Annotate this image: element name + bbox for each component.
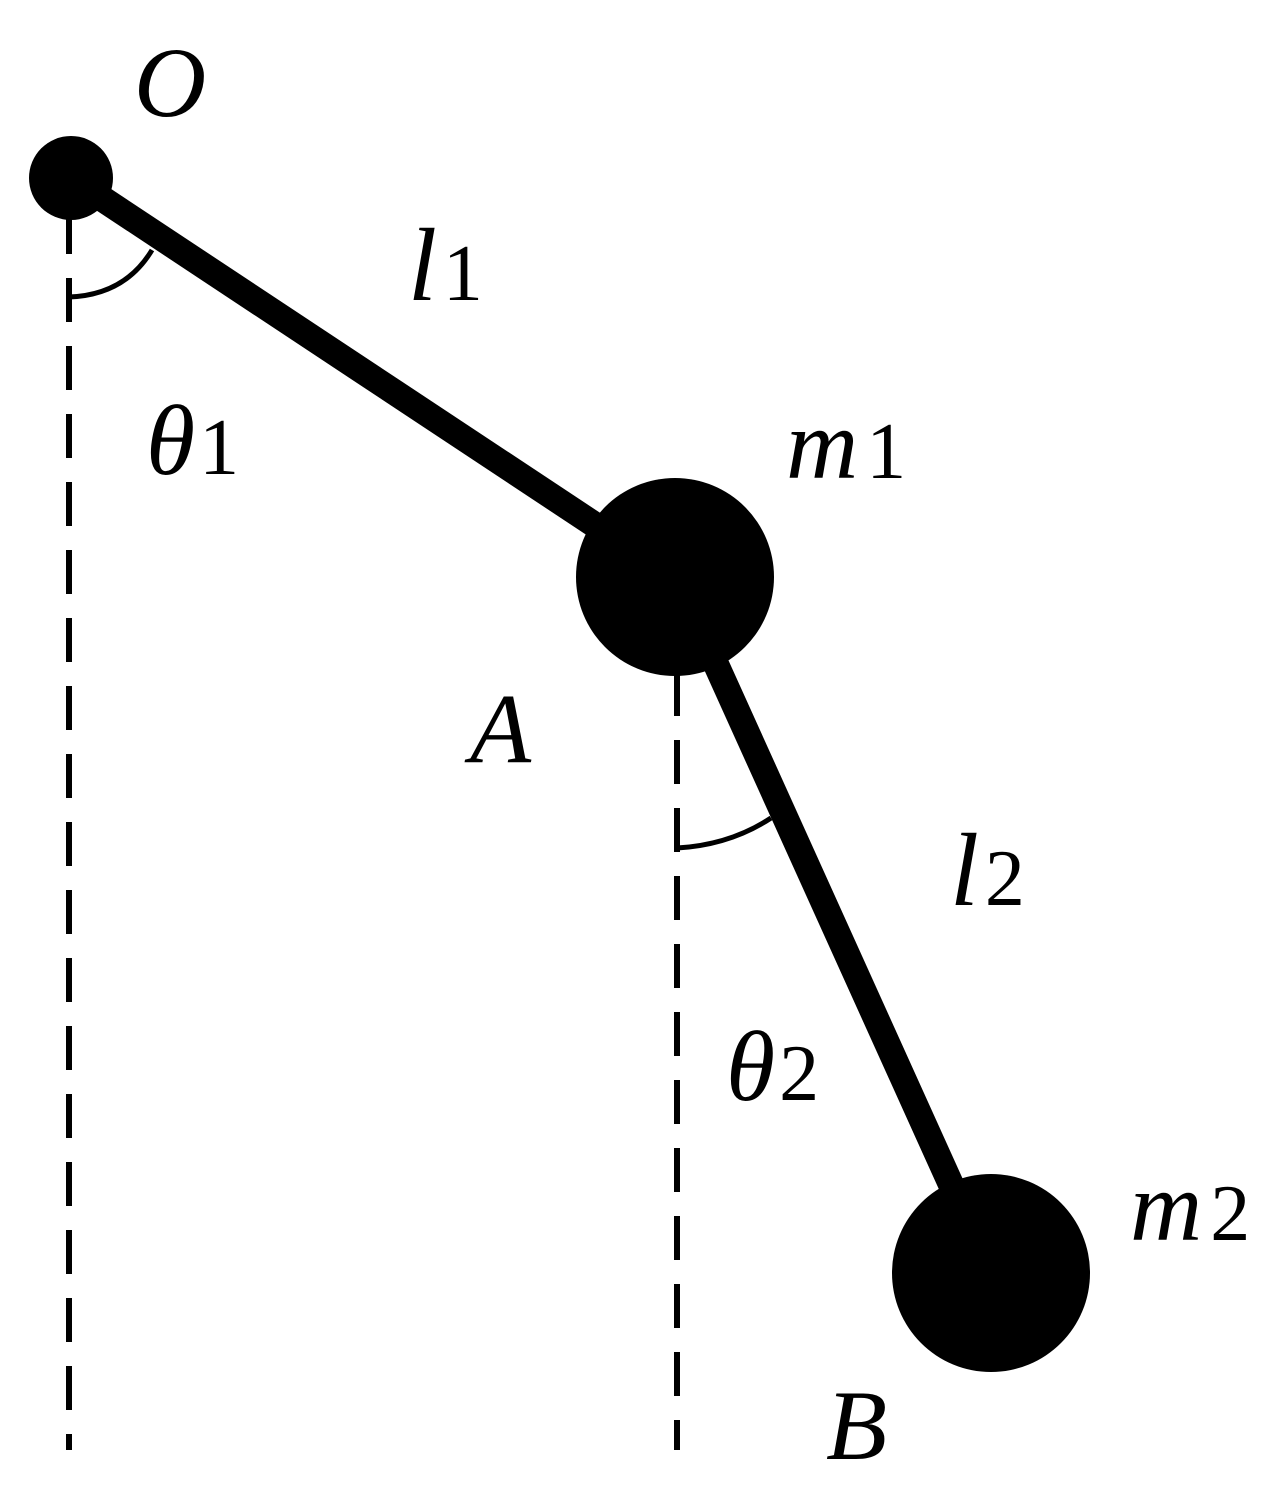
angle-arc-theta1 [68,248,155,300]
label-l2: l2 [950,813,1025,928]
label-theta1: θ1 [146,385,239,496]
pivot-o [29,136,113,220]
mass-m1 [576,478,774,676]
label-o: O [134,27,206,138]
label-l1: l1 [408,208,483,323]
rod-l2 [665,572,1003,1279]
rod-l1 [63,167,683,589]
mass-m2 [892,1174,1090,1372]
angle-arc-theta2 [676,815,773,851]
label-b: B [826,1370,887,1481]
label-a: A [464,673,532,784]
label-theta2: θ2 [726,1011,819,1122]
